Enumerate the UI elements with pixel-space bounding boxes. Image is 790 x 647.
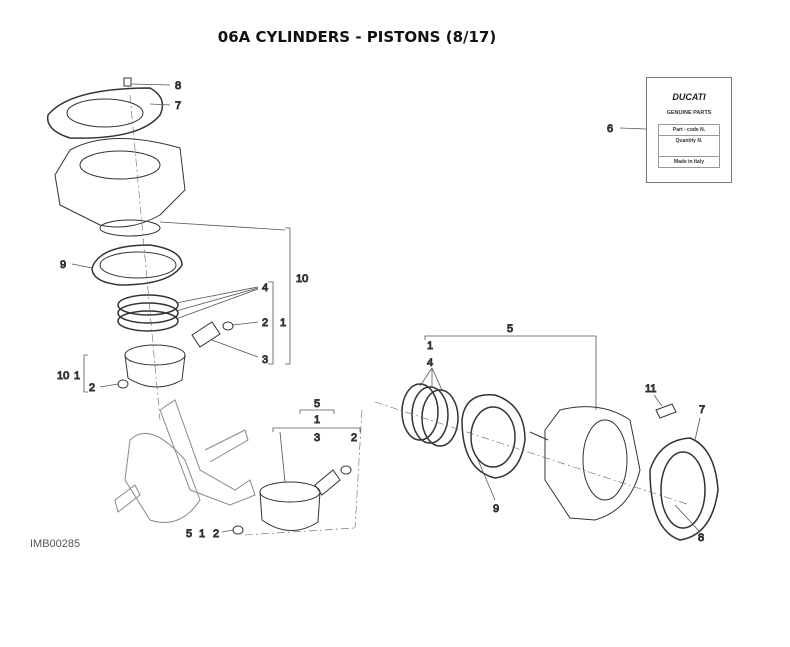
- piston-bottom: [259, 481, 321, 531]
- callout-7-right: 7: [699, 404, 705, 416]
- callout-2: 2: [262, 317, 268, 329]
- cylinder-right: [529, 406, 641, 521]
- callout-1: 1: [280, 317, 286, 329]
- part-code-row: Part - code N.: [659, 125, 719, 136]
- dowel-bolt: [655, 403, 677, 419]
- circlip: [117, 379, 129, 389]
- callout-2-left: 2: [89, 382, 95, 394]
- piston-pin-bottom: [232, 465, 352, 535]
- cylinder-top: [54, 137, 186, 237]
- genuine-parts-label: DUCATI GENUINE PARTS Part - code N. Quan…: [646, 77, 732, 183]
- callout-1-mid: 1: [314, 414, 320, 426]
- stud-bolt: [123, 77, 132, 87]
- callout-3: 3: [262, 354, 268, 366]
- made-in-row: Made in Italy: [673, 159, 704, 165]
- quantity-row: Quantity N.: [659, 136, 719, 157]
- callout-5: 5: [314, 398, 320, 410]
- callout-3-mid: 3: [314, 432, 320, 444]
- callout-2-bottom: 2: [213, 528, 219, 540]
- piston-rings-top: [117, 294, 179, 332]
- ducati-logo: DUCATI: [672, 92, 706, 102]
- base-gasket-right: [461, 393, 526, 479]
- callout-11: 11: [645, 383, 656, 395]
- base-gasket-top: [91, 244, 183, 286]
- callout-1-left: 1: [74, 370, 80, 382]
- callout-9: 9: [60, 259, 66, 271]
- callout-6: 6: [607, 123, 613, 135]
- callout-1-bottom: 1: [199, 528, 205, 540]
- image-code: IMB00285: [30, 538, 81, 550]
- piston-rings-right: [401, 383, 459, 447]
- callout-10-left: 10: [57, 370, 69, 382]
- callout-4: 4: [262, 282, 268, 294]
- callout-8-right: 8: [698, 532, 704, 544]
- callout-5-right: 5: [507, 323, 513, 335]
- piston-top: [124, 344, 186, 388]
- callout-8: 8: [175, 80, 181, 92]
- piston-pin-top: [191, 321, 234, 348]
- crankshaft: [114, 399, 256, 523]
- callout-1-right: 1: [427, 340, 433, 352]
- callout-4-right: 4: [427, 357, 433, 369]
- head-gasket-right: [649, 437, 719, 541]
- head-gasket-top: [46, 87, 164, 139]
- callout-2-mid: 2: [351, 432, 357, 444]
- leader-lines: [71, 83, 701, 533]
- axis-lines: [129, 94, 691, 536]
- callout-5-bottom: 5: [186, 528, 192, 540]
- callout-10: 10: [296, 273, 308, 285]
- genuine-parts-text: GENUINE PARTS: [666, 110, 712, 116]
- label-table: Part - code N. Quantity N. Made in Italy: [658, 124, 720, 168]
- callout-7: 7: [175, 100, 181, 112]
- page-title: 06A CYLINDERS - PISTONS (8/17): [217, 28, 497, 46]
- callout-9-right: 9: [493, 503, 499, 515]
